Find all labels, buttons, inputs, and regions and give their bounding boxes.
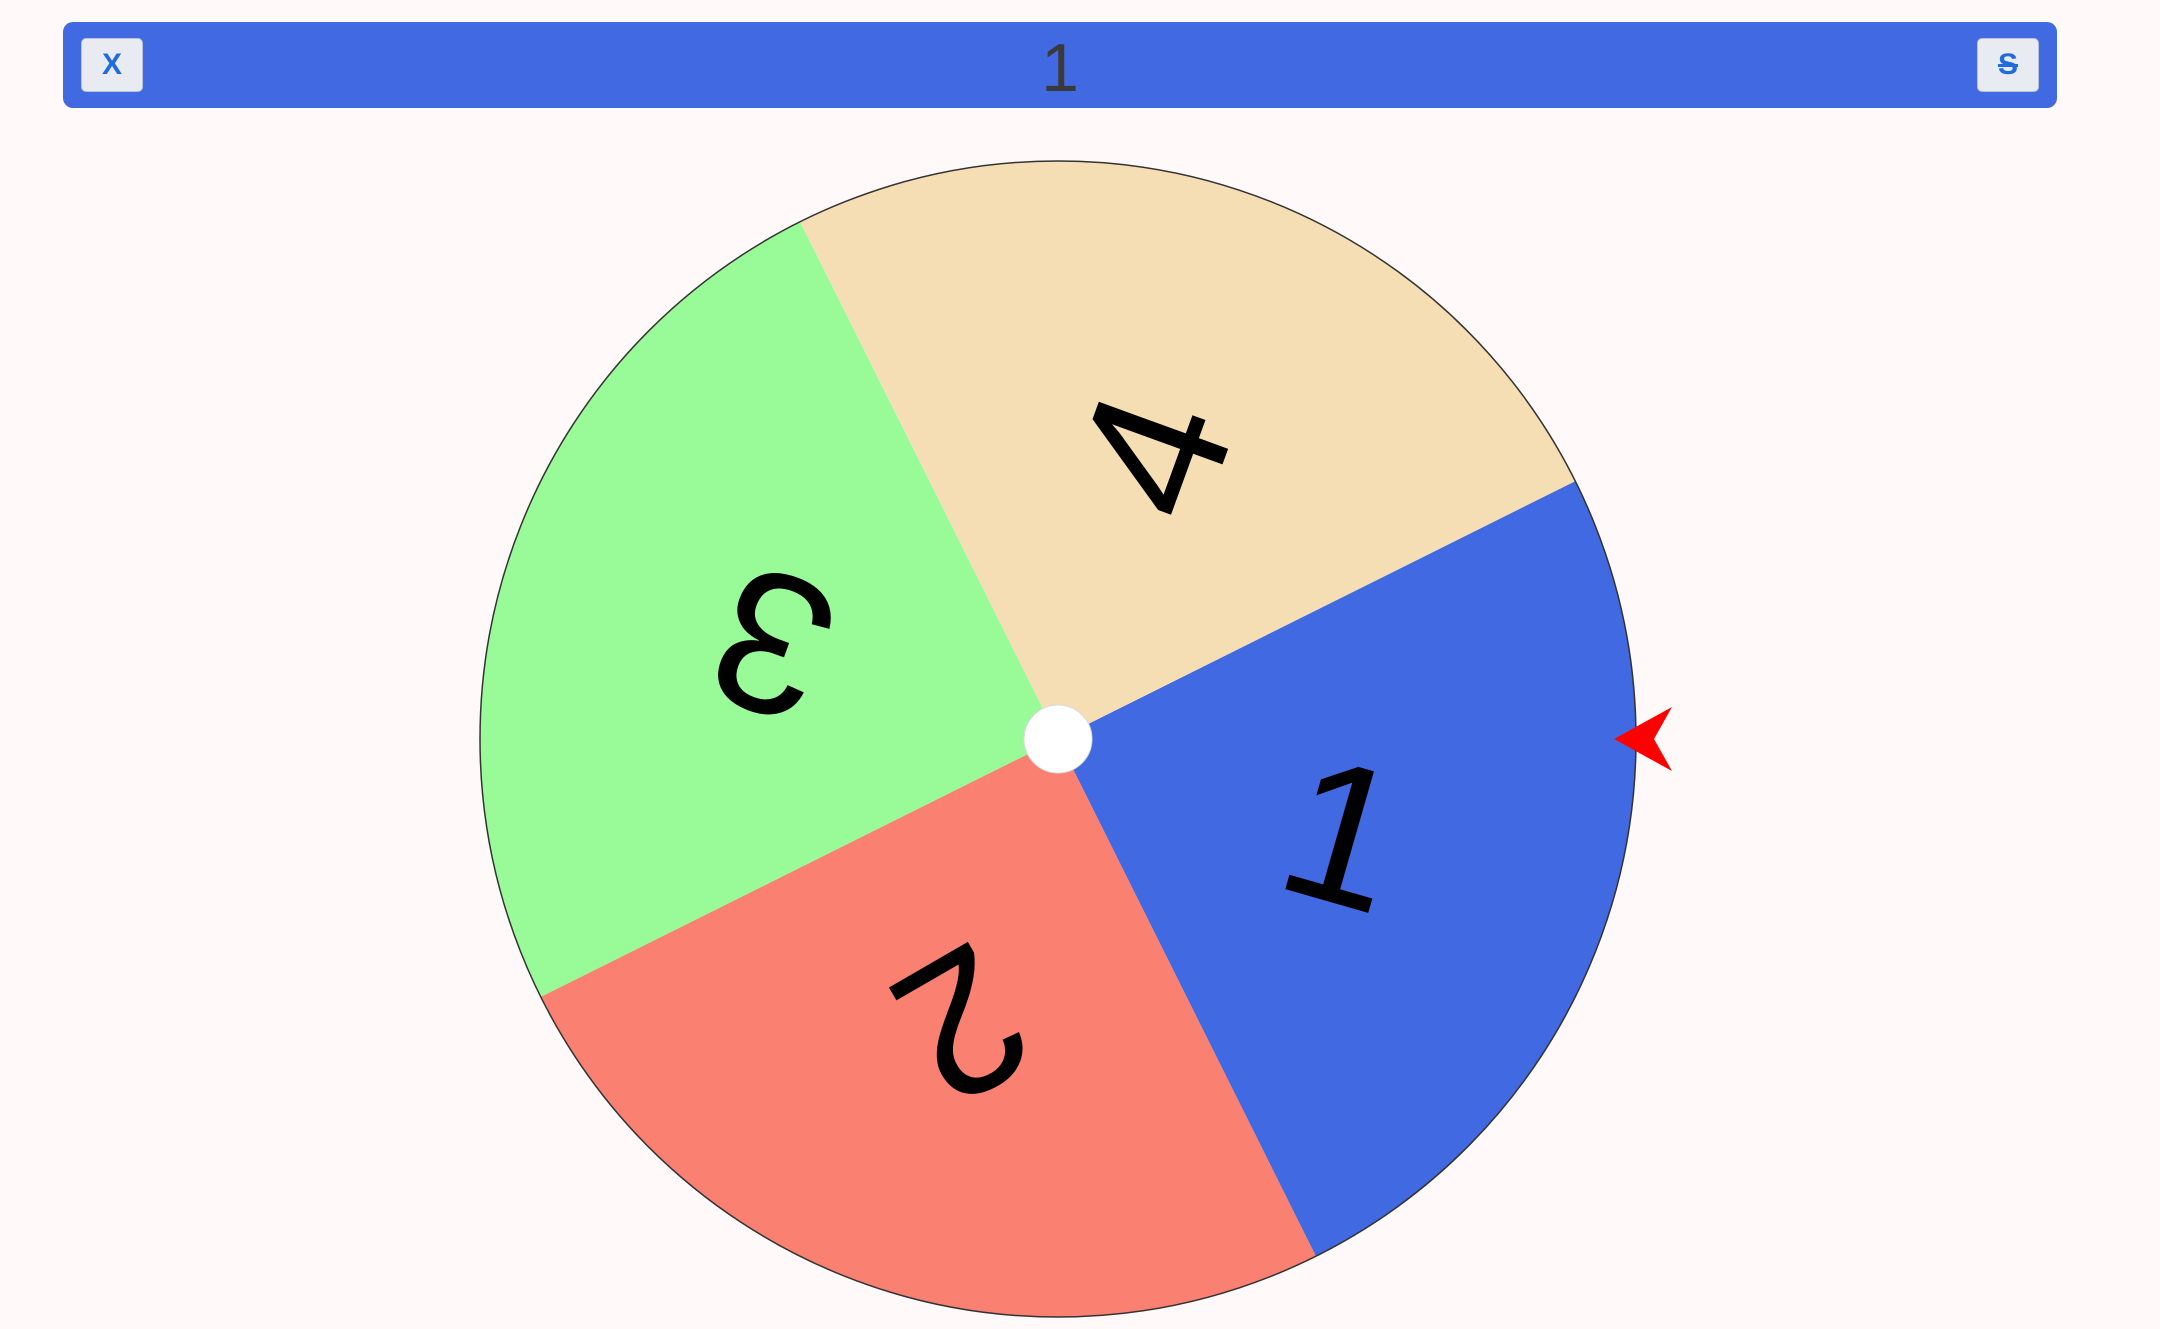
wheel-segment-3 (480, 221, 1059, 997)
settings-button[interactable]: S (1977, 38, 2039, 92)
top-bar: X 1 S (63, 22, 2057, 108)
wheel-segment-1 (1058, 481, 1637, 1257)
wheel-segment-4 (800, 161, 1576, 739)
pointer-icon (1614, 707, 1672, 771)
spin-result: 1 (1041, 30, 1079, 106)
close-button[interactable]: X (81, 38, 143, 92)
wheel-segment-2 (540, 739, 1316, 1317)
wheel-hub[interactable] (1023, 704, 1093, 774)
wheel-slices (480, 161, 1637, 1317)
